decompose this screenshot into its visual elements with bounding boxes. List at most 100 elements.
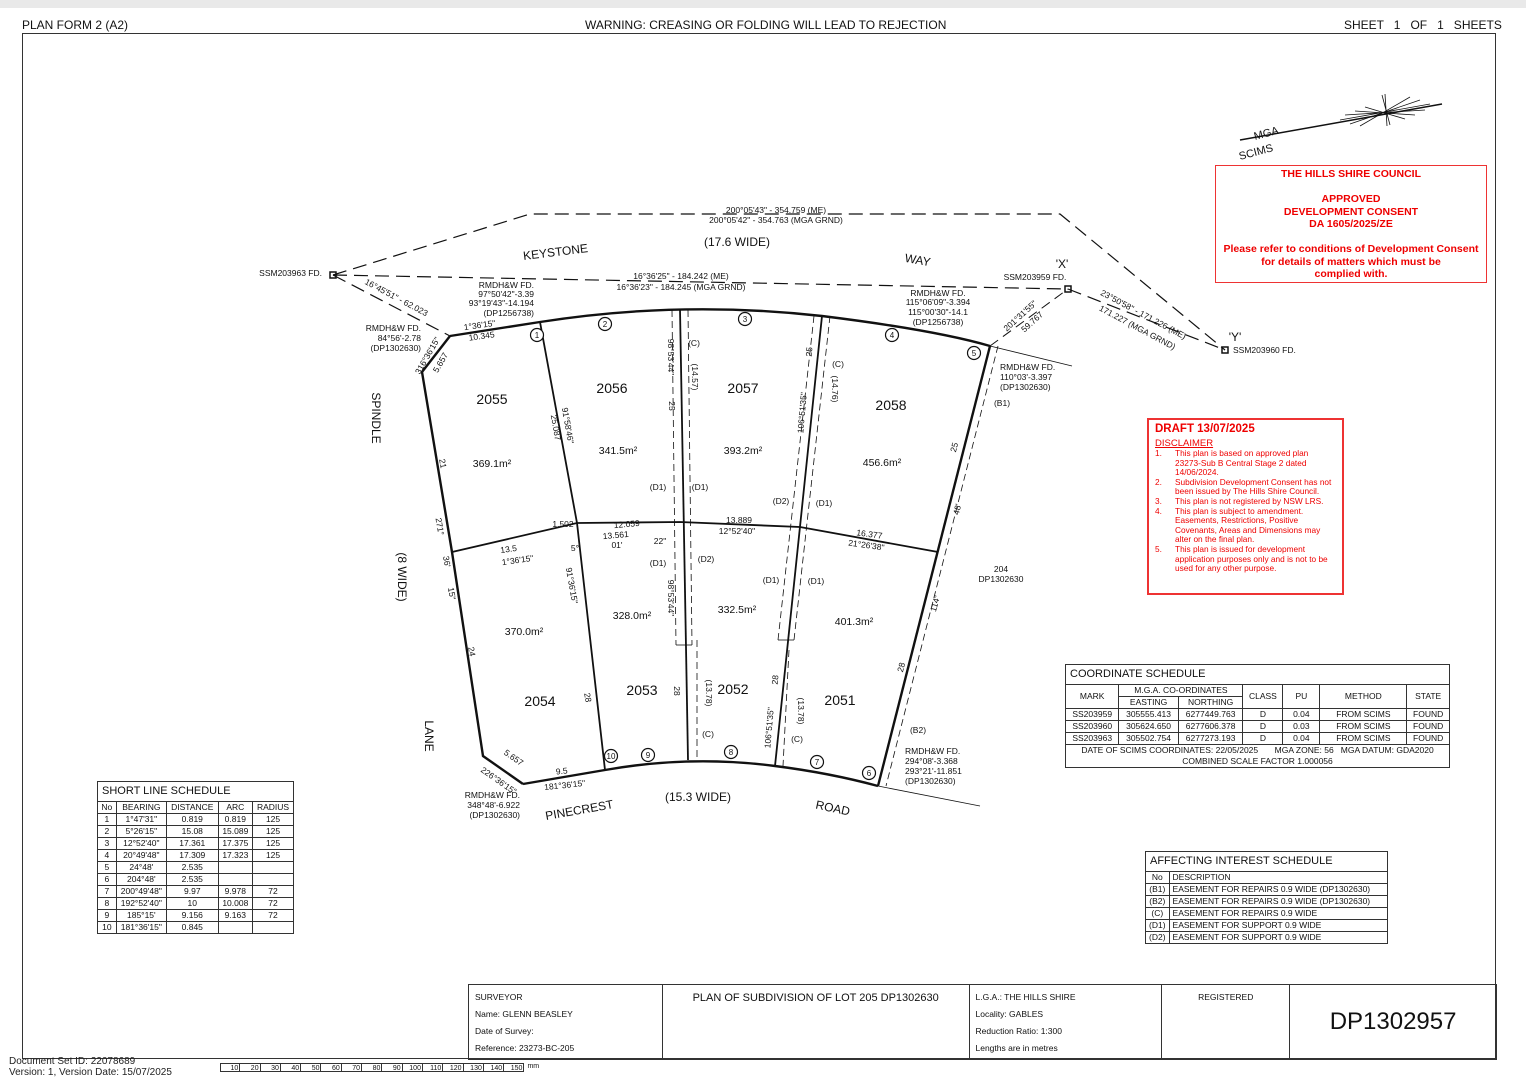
table-cell: 10: [165, 897, 219, 910]
table-cell: [217, 921, 254, 934]
plan-annotation: 25: [667, 401, 677, 411]
col-description: DESCRIPTION: [1168, 871, 1389, 884]
adjoining-boundary: [989, 345, 1073, 367]
table-cell: FROM SCIMS: [1319, 708, 1408, 721]
north-arrow-icon: [1339, 93, 1431, 127]
station-circle: [603, 748, 619, 764]
road-name: PINECREST: [544, 797, 615, 823]
disclaimer-item-number: 1.: [1155, 448, 1162, 458]
plan-annotation: (14.57): [690, 364, 700, 391]
locality: Locality: GABLES: [975, 1009, 1044, 1019]
plan-annotation: 9.5: [555, 765, 568, 776]
plan-annotation: 200°05'42" - 354.763 (MGA GRND): [709, 215, 843, 225]
plan-annotation: (D1): [692, 482, 709, 492]
ruler-tick: 110: [422, 1063, 444, 1072]
station-circle: [597, 316, 613, 332]
plan-annotation: 16°45'51" - 62.023: [363, 277, 430, 319]
plan-annotation: 12.059: [613, 518, 640, 530]
plan-annotation: 84°56'-2.78: [378, 333, 422, 343]
table-cell: SS203963: [1064, 732, 1120, 745]
table-cell: [217, 861, 254, 874]
ruler-tick: 130: [463, 1063, 484, 1072]
table-cell: 0.03: [1282, 720, 1321, 733]
plan-annotation: 12°52'40": [719, 526, 755, 536]
table-cell: 0.04: [1282, 708, 1321, 721]
traverse-line: [332, 274, 1069, 290]
document-footer: Document Set ID: 22078689 Version: 1, Ve…: [9, 1056, 172, 1078]
station-number: 3: [743, 315, 748, 324]
table-cell: (B1): [1145, 883, 1170, 896]
council-stamp-line: [1216, 181, 1486, 194]
lot-number: 2052: [717, 681, 748, 697]
column-header: DISTANCE: [165, 801, 219, 814]
draft-disclaimer-box: DRAFT 13/07/2025 DISCLAIMER 1. This plan …: [1147, 418, 1344, 595]
ruler-tick: 100: [402, 1063, 423, 1072]
table-cell: FOUND: [1406, 708, 1450, 721]
table-cell: 305624.650: [1118, 720, 1179, 733]
plan-annotation: 115°06'09"-3.394: [906, 297, 971, 307]
lot-area: 369.1m²: [473, 458, 512, 470]
plan-annotation: RMDH&W FD.: [366, 323, 421, 333]
ruler-tick: 40: [280, 1063, 302, 1072]
plan-annotation: (D1): [816, 498, 833, 508]
traverse-line-xy: [1067, 288, 1226, 351]
disclaimer-item-number: 5.: [1155, 543, 1162, 554]
scims-date-note: DATE OF SCIMS COORDINATES: 22/05/2025 MG…: [1065, 744, 1450, 756]
plan-title: PLAN OF SUBDIVISION OF LOT 205 DP1302630: [692, 992, 939, 1004]
ruler-tick: 20: [240, 1063, 261, 1072]
plan-annotation: 28: [895, 661, 907, 673]
table-cell: 17.323: [217, 849, 254, 862]
lot-line: [679, 308, 689, 761]
ruler-unit: mm: [527, 1063, 540, 1070]
plan-annotation: (DP1302630): [1000, 382, 1051, 392]
plan-annotation: RMDH&W FD.: [479, 280, 534, 290]
plan-annotation: 98°53'44": [666, 339, 676, 375]
station-number: 10: [607, 752, 616, 761]
plan-annotation: (13.78): [796, 698, 806, 725]
disclaimer-item-text: This plan is subject to amendment. Easem…: [1175, 505, 1321, 545]
station-circle: [737, 311, 753, 327]
disclaimer-heading: DISCLAIMER: [1155, 438, 1214, 449]
column-header: No: [97, 801, 117, 814]
sheet-number: SHEET 1 OF 1 SHEETS: [1344, 18, 1502, 32]
plan-annotation: 204: [994, 564, 1008, 574]
disclaimer-item-number: 3.: [1155, 495, 1162, 506]
ssm203963-mark: [329, 271, 337, 279]
council-stamp-line: [1216, 231, 1486, 244]
plan-annotation: RMDH&W FD.: [1000, 362, 1055, 372]
table-cell: 15.089: [217, 825, 254, 838]
disclaimer-item-number: 4.: [1155, 505, 1162, 516]
warning-text: WARNING: CREASING OR FOLDING WILL LEAD T…: [585, 18, 947, 32]
plan-annotation: (B2): [910, 725, 926, 735]
plan-annotation: DP1302630: [979, 574, 1024, 584]
table-cell: (C): [1145, 907, 1170, 920]
station-number: 4: [890, 331, 895, 340]
plan-annotation: (DP1302630): [469, 810, 520, 820]
lot-area: 456.6m²: [863, 457, 902, 469]
plan-annotation: SSM203959 FD.: [1004, 272, 1067, 282]
table-cell: 72: [252, 885, 294, 898]
draft-title: DRAFT 13/07/2025: [1155, 423, 1255, 435]
plan-annotation: 106°51'35": [795, 392, 809, 434]
table-cell: FOUND: [1406, 720, 1450, 733]
road-name: SPINDLE: [369, 392, 383, 443]
col-no: No: [1145, 871, 1170, 884]
plan-annotation: 294°08'-3.368: [905, 756, 958, 766]
lot-area: 393.2m²: [724, 445, 763, 457]
table-cell: 185°15': [115, 909, 167, 922]
table-cell: FROM SCIMS: [1319, 732, 1408, 745]
plan-annotation: 114°: [928, 594, 942, 613]
plan-annotation: 25: [948, 441, 960, 453]
version-date: Version: 1, Version Date: 15/07/2025: [9, 1067, 172, 1078]
plan-annotation: 15": [446, 586, 458, 600]
north-arrow-line: [1239, 103, 1443, 141]
table-cell: 5: [97, 861, 117, 874]
table-cell: EASEMENT FOR SUPPORT 0.9 WIDE: [1168, 919, 1389, 932]
